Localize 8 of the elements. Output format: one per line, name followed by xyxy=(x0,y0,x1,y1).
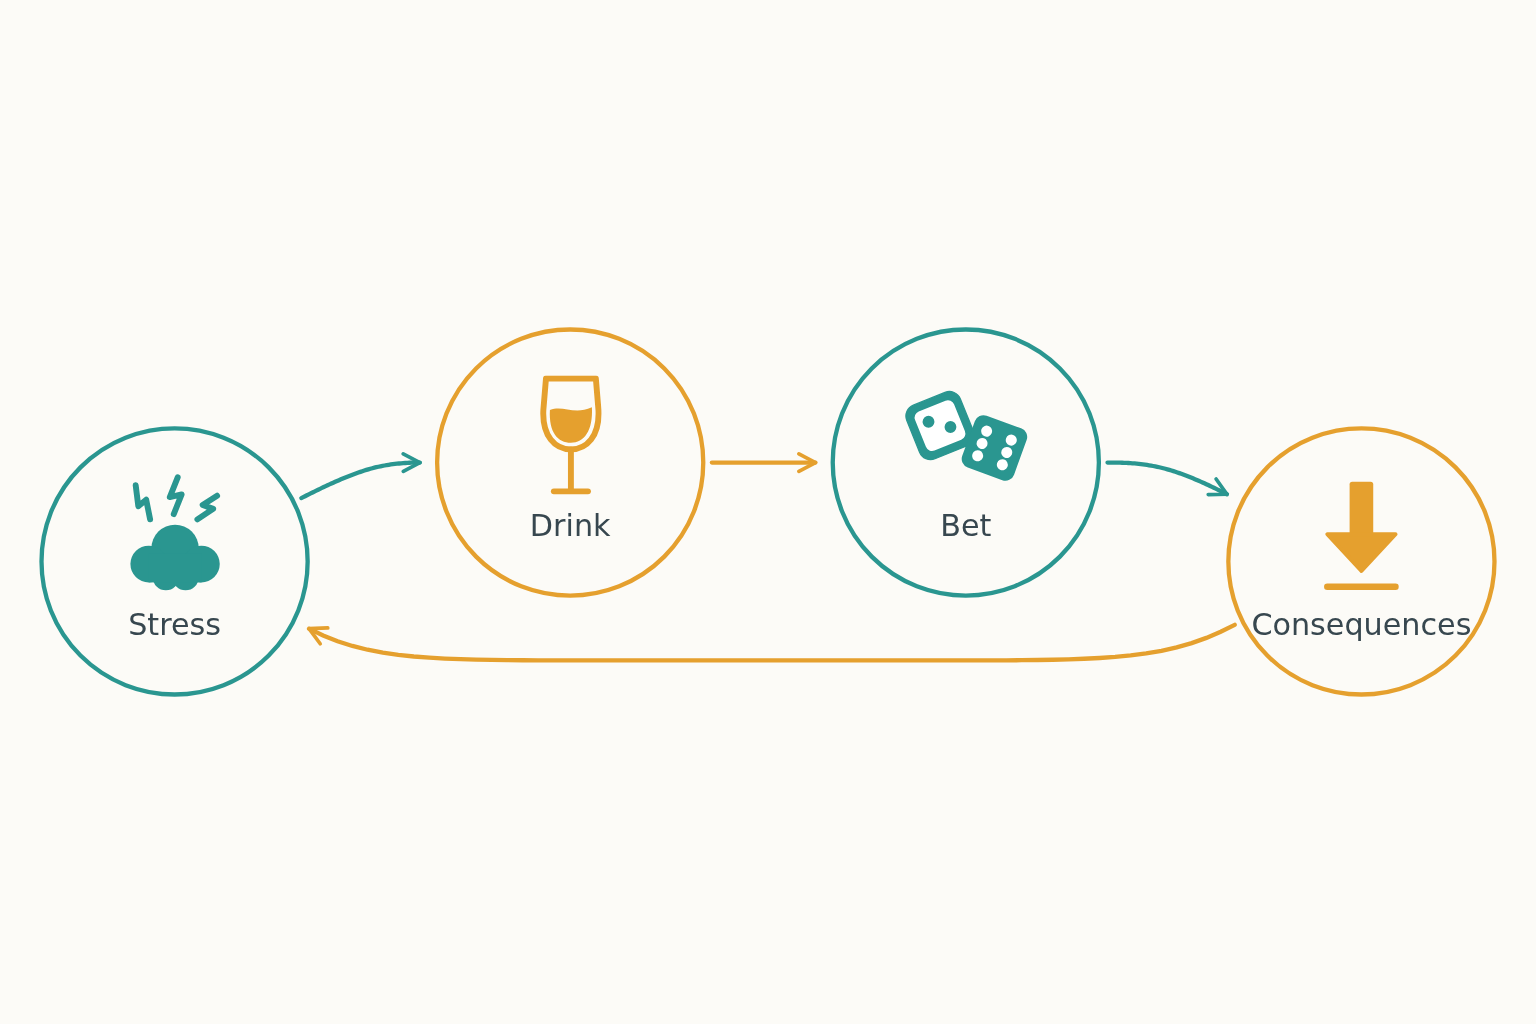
node-label: Stress xyxy=(128,607,221,643)
node-label: Bet xyxy=(940,508,992,544)
arrow xyxy=(306,622,1237,663)
arrow xyxy=(299,452,423,501)
node-label: Consequences xyxy=(1251,607,1472,643)
node-label: Drink xyxy=(529,508,611,544)
arrow xyxy=(1105,460,1230,497)
arrow xyxy=(709,451,818,474)
